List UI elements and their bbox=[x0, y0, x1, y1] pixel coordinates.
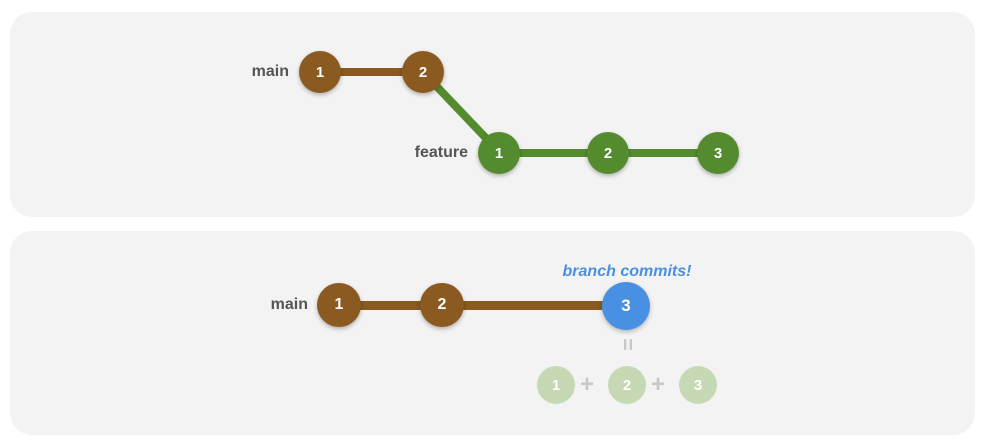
commit-label: 1 bbox=[315, 63, 325, 81]
panel-before-squash bbox=[10, 12, 975, 217]
commit-node-feature-3[interactable]: 3 bbox=[697, 132, 739, 174]
commit-node-after-main-2[interactable]: 2 bbox=[420, 283, 464, 327]
panel-after-squash bbox=[10, 231, 975, 435]
edge-main1-to-main2 bbox=[320, 68, 423, 76]
branch-label-main-before: main bbox=[251, 63, 289, 80]
branch-label-main-after: main bbox=[270, 296, 308, 313]
faded-commit-node-1: 1 bbox=[537, 366, 575, 404]
faded-commit-node-3: 3 bbox=[679, 366, 717, 404]
edge-after-main1-to-main2 bbox=[339, 301, 442, 310]
faded-commit-node-2: 2 bbox=[608, 366, 646, 404]
commit-label: 2 bbox=[418, 63, 428, 81]
plus-sign-icon-1: + bbox=[579, 371, 594, 398]
plus-sign-icon-2: + bbox=[650, 371, 665, 398]
edge-feature1-to-feature2 bbox=[499, 149, 608, 157]
branch-label-feature: feature bbox=[414, 144, 468, 161]
commit-label: 1 bbox=[551, 376, 561, 394]
commit-node-after-main-1[interactable]: 1 bbox=[317, 283, 361, 327]
edge-after-main2-to-main3 bbox=[442, 301, 626, 310]
commit-node-squashed-3[interactable]: 3 bbox=[602, 282, 650, 330]
commit-label: 3 bbox=[693, 376, 703, 394]
commit-label: 2 bbox=[622, 376, 632, 394]
commit-node-main-2[interactable]: 2 bbox=[402, 51, 444, 93]
commit-node-feature-2[interactable]: 2 bbox=[587, 132, 629, 174]
annotation-branch-commits: branch commits! bbox=[562, 263, 692, 280]
commit-label: 3 bbox=[621, 296, 631, 315]
edge-feature2-to-feature3 bbox=[608, 149, 718, 157]
commit-label: 1 bbox=[494, 144, 504, 162]
commit-label: 2 bbox=[437, 296, 447, 313]
commit-label: 2 bbox=[603, 144, 613, 162]
commit-node-main-1[interactable]: 1 bbox=[299, 51, 341, 93]
equals-sign-icon: = bbox=[615, 338, 639, 351]
commit-label: 3 bbox=[713, 144, 723, 162]
commit-label: 1 bbox=[334, 296, 344, 313]
commit-node-feature-1[interactable]: 1 bbox=[478, 132, 520, 174]
